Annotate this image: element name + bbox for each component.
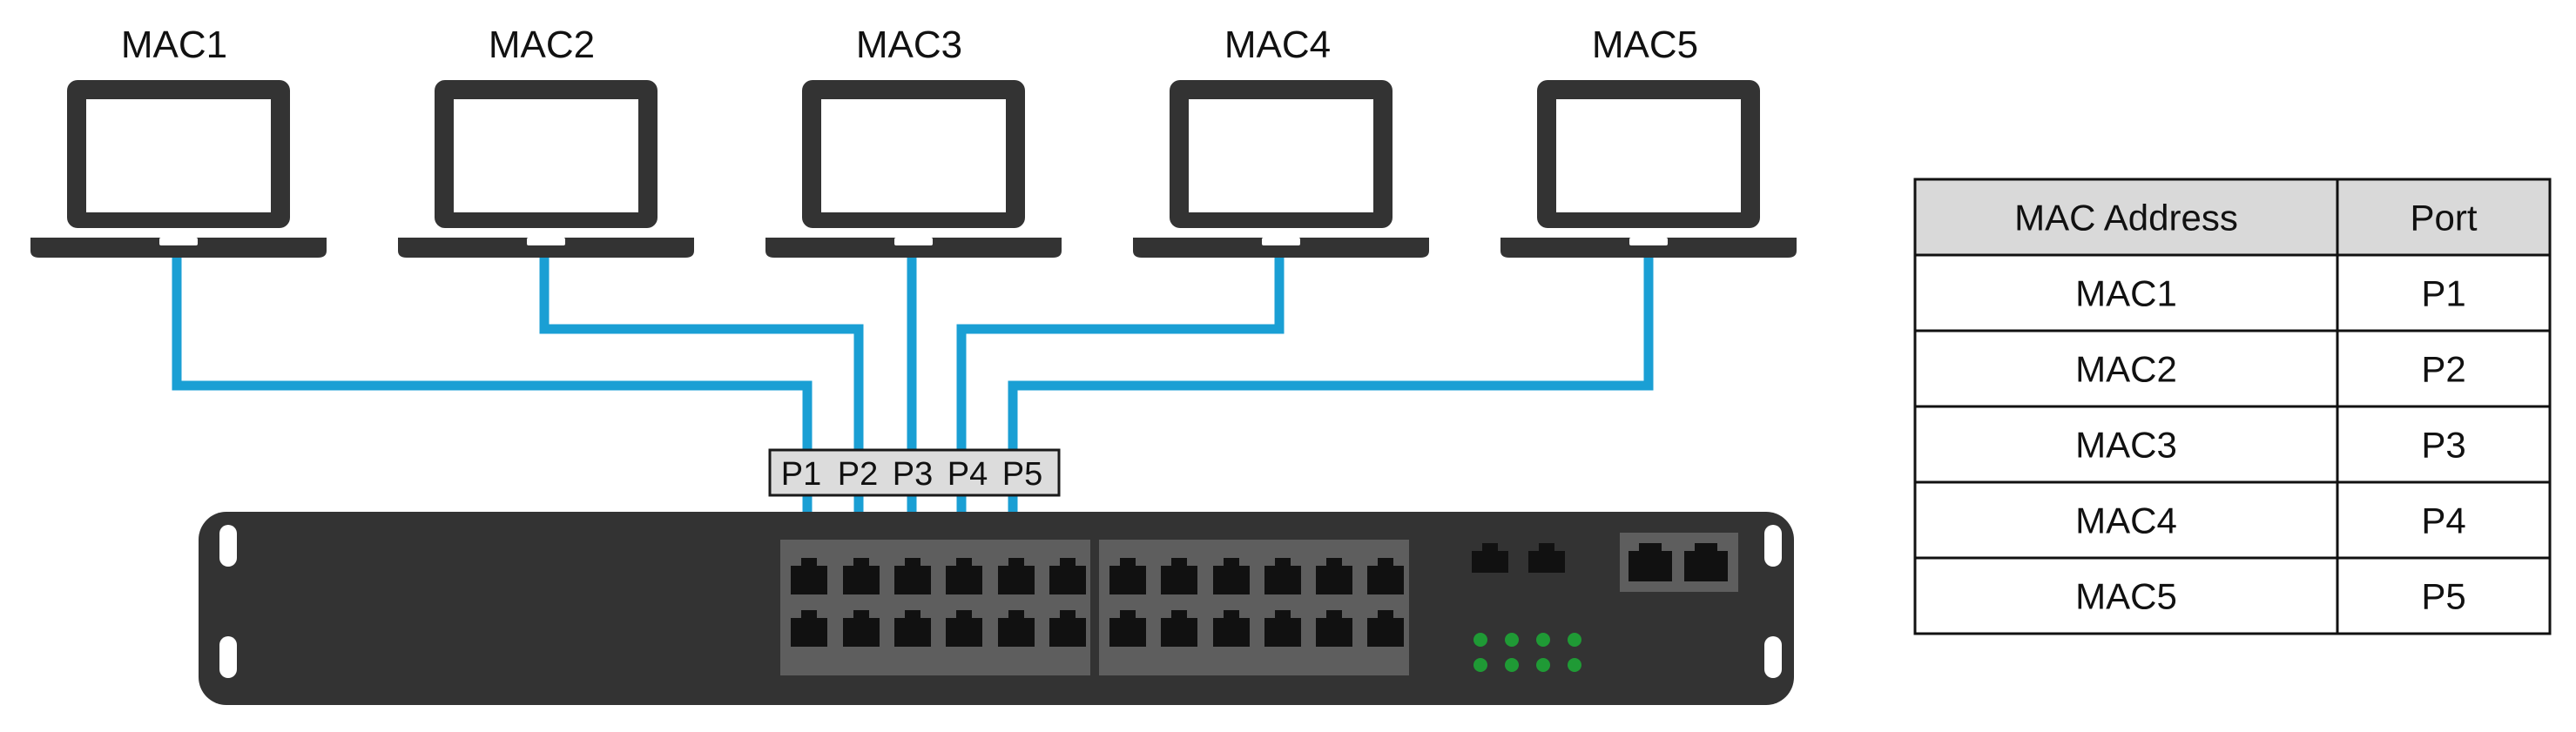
table-cell-mac: MAC5 — [2075, 576, 2177, 617]
ethernet-port-bottom-10 — [1264, 610, 1301, 647]
table-cell-port: P4 — [2421, 500, 2465, 541]
console-port — [1472, 543, 1508, 573]
ethernet-port-top-1 — [791, 558, 827, 594]
ethernet-port-top-4 — [946, 558, 982, 594]
table-cell-mac: MAC3 — [2075, 425, 2177, 466]
laptops: MAC1 MAC2 MAC3 MAC4 MAC5 — [30, 24, 1797, 258]
laptop-screen — [454, 99, 638, 212]
network-switch — [199, 512, 1794, 705]
console-port — [1528, 543, 1565, 573]
table-cell-port: P5 — [2421, 576, 2465, 617]
mount-hole — [1764, 525, 1782, 567]
laptop-notch — [894, 238, 933, 245]
laptop-base — [398, 238, 694, 258]
laptop-4: MAC4 — [1133, 24, 1429, 258]
status-led — [1473, 633, 1487, 647]
ethernet-port-bottom-1 — [791, 610, 827, 647]
cable-2 — [539, 255, 864, 564]
status-led — [1505, 633, 1519, 647]
laptop-label: MAC4 — [1224, 24, 1331, 66]
laptop-base — [1500, 238, 1797, 258]
laptop-base — [30, 238, 327, 258]
laptop-3: MAC3 — [765, 24, 1062, 258]
laptop-screen — [821, 99, 1006, 212]
ethernet-port-top-9 — [1213, 558, 1250, 594]
laptop-base — [1133, 238, 1429, 258]
ethernet-port-top-11 — [1316, 558, 1352, 594]
laptop-label: MAC3 — [856, 24, 962, 66]
ethernet-port-bottom-3 — [894, 610, 931, 647]
table-cell-port: P2 — [2421, 349, 2465, 390]
mount-hole — [219, 636, 237, 678]
port-label: P1 — [781, 456, 821, 493]
table-cell-port: P1 — [2421, 273, 2465, 314]
ethernet-port-top-10 — [1264, 558, 1301, 594]
ethernet-port-bottom-6 — [1049, 610, 1086, 647]
laptop-screen — [1189, 99, 1373, 212]
status-led — [1536, 658, 1550, 672]
ethernet-port-bottom-5 — [998, 610, 1035, 647]
status-led — [1568, 633, 1581, 647]
laptop-notch — [527, 238, 565, 245]
status-led — [1536, 633, 1550, 647]
laptop-2: MAC2 — [398, 24, 694, 258]
table-header-port: Port — [2410, 198, 2477, 238]
port-label: P4 — [947, 456, 988, 493]
ethernet-port-top-8 — [1161, 558, 1197, 594]
ethernet-port-bottom-4 — [946, 610, 982, 647]
mount-hole — [219, 525, 237, 567]
ethernet-port-top-5 — [998, 558, 1035, 594]
port-label: P2 — [838, 456, 878, 493]
laptop-notch — [1262, 238, 1300, 245]
status-led — [1505, 658, 1519, 672]
table-cell-mac: MAC2 — [2075, 349, 2177, 390]
ethernet-port-bottom-11 — [1316, 610, 1352, 647]
ethernet-port-top-7 — [1109, 558, 1146, 594]
port-panel-left — [780, 540, 1090, 675]
port-label-box-frame — [768, 448, 1061, 497]
mount-hole — [1764, 636, 1782, 678]
port-label-box: P1 P2 P3 P4 P5 — [768, 448, 1061, 497]
ethernet-port-bottom-8 — [1161, 610, 1197, 647]
ethernet-port-top-3 — [894, 558, 931, 594]
laptop-notch — [159, 238, 198, 245]
laptop-screen — [86, 99, 271, 212]
ethernet-port-top-12 — [1367, 558, 1404, 594]
laptop-base — [765, 238, 1062, 258]
cable-4 — [956, 255, 1285, 564]
port-label: P3 — [893, 456, 933, 493]
ethernet-port-bottom-12 — [1367, 610, 1404, 647]
port-panel-right — [1099, 540, 1409, 675]
status-led — [1568, 658, 1581, 672]
laptop-5: MAC5 — [1500, 24, 1797, 258]
table-header-mac: MAC Address — [2014, 198, 2238, 238]
laptop-notch — [1629, 238, 1668, 245]
laptop-label: MAC5 — [1592, 24, 1698, 66]
table-header-bg — [1915, 179, 2550, 255]
table-cell-mac: MAC1 — [2075, 273, 2177, 314]
laptop-label: MAC2 — [489, 24, 595, 66]
uplink-port — [1684, 543, 1728, 581]
port-label: P5 — [1002, 456, 1042, 493]
laptop-label: MAC1 — [121, 24, 227, 66]
ethernet-port-top-2 — [843, 558, 880, 594]
ethernet-port-top-6 — [1049, 558, 1086, 594]
laptop-screen — [1556, 99, 1741, 212]
uplink-port — [1629, 543, 1672, 581]
table-cell-mac: MAC4 — [2075, 500, 2177, 541]
status-led — [1473, 658, 1487, 672]
table-cell-port: P3 — [2421, 425, 2465, 466]
ethernet-port-bottom-2 — [843, 610, 880, 647]
laptop-1: MAC1 — [30, 24, 327, 258]
ethernet-port-bottom-7 — [1109, 610, 1146, 647]
ethernet-port-bottom-9 — [1213, 610, 1250, 647]
